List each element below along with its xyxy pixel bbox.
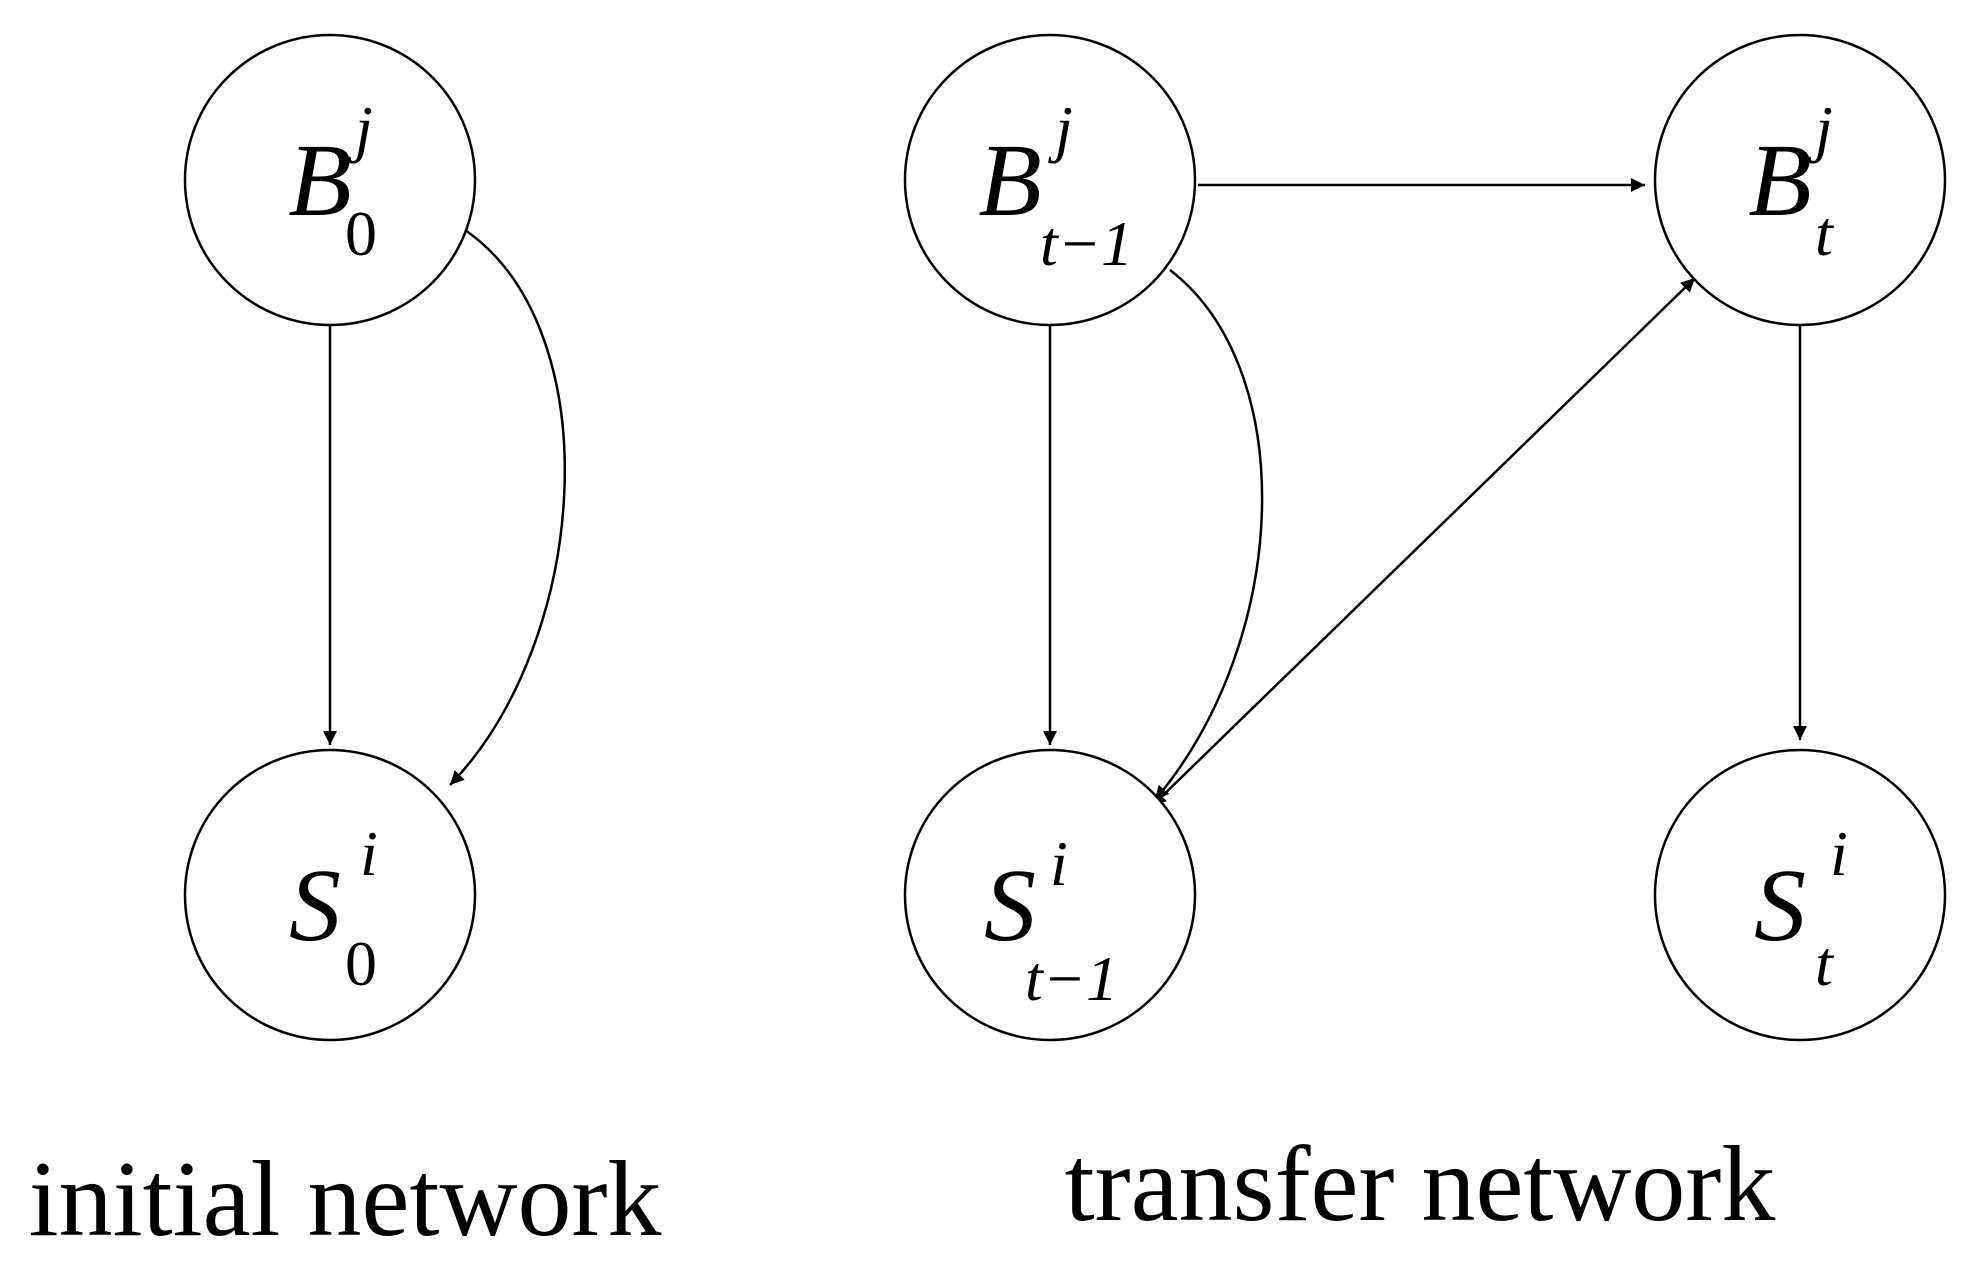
svg-text:0: 0: [345, 198, 377, 269]
node-b0: B j 0: [183, 33, 477, 327]
edge-bt1-to-st1-curved: [1154, 269, 1264, 801]
node-bt: B j t: [1653, 33, 1947, 327]
svg-text:S: S: [289, 848, 341, 963]
svg-text:B: B: [288, 123, 352, 238]
node-st: S i t: [1653, 748, 1947, 1042]
caption-initial-network: initial network: [29, 1140, 662, 1259]
svg-text:i: i: [360, 818, 378, 889]
svg-text:S: S: [984, 848, 1036, 963]
edges: [323, 178, 1807, 807]
svg-text:i: i: [1050, 828, 1068, 899]
svg-text:S: S: [1754, 848, 1806, 963]
svg-text:B: B: [1748, 123, 1812, 238]
svg-text:t−1: t−1: [1040, 208, 1133, 279]
node-bt-minus-1: B j t−1: [903, 33, 1197, 327]
caption-transfer-network: transfer network: [1065, 1125, 1776, 1244]
edge-st1-bt-bidirectional: [1151, 277, 1696, 807]
node-st-minus-1: S i t−1: [903, 748, 1197, 1042]
edge-b0-to-s0-curved: [449, 228, 566, 786]
svg-text:0: 0: [345, 928, 377, 999]
svg-text:t−1: t−1: [1025, 943, 1118, 1014]
node-s0: S i 0: [183, 748, 477, 1042]
svg-text:t: t: [1815, 928, 1835, 999]
svg-text:i: i: [1830, 818, 1848, 889]
svg-text:B: B: [978, 123, 1042, 238]
svg-text:t: t: [1815, 198, 1835, 269]
